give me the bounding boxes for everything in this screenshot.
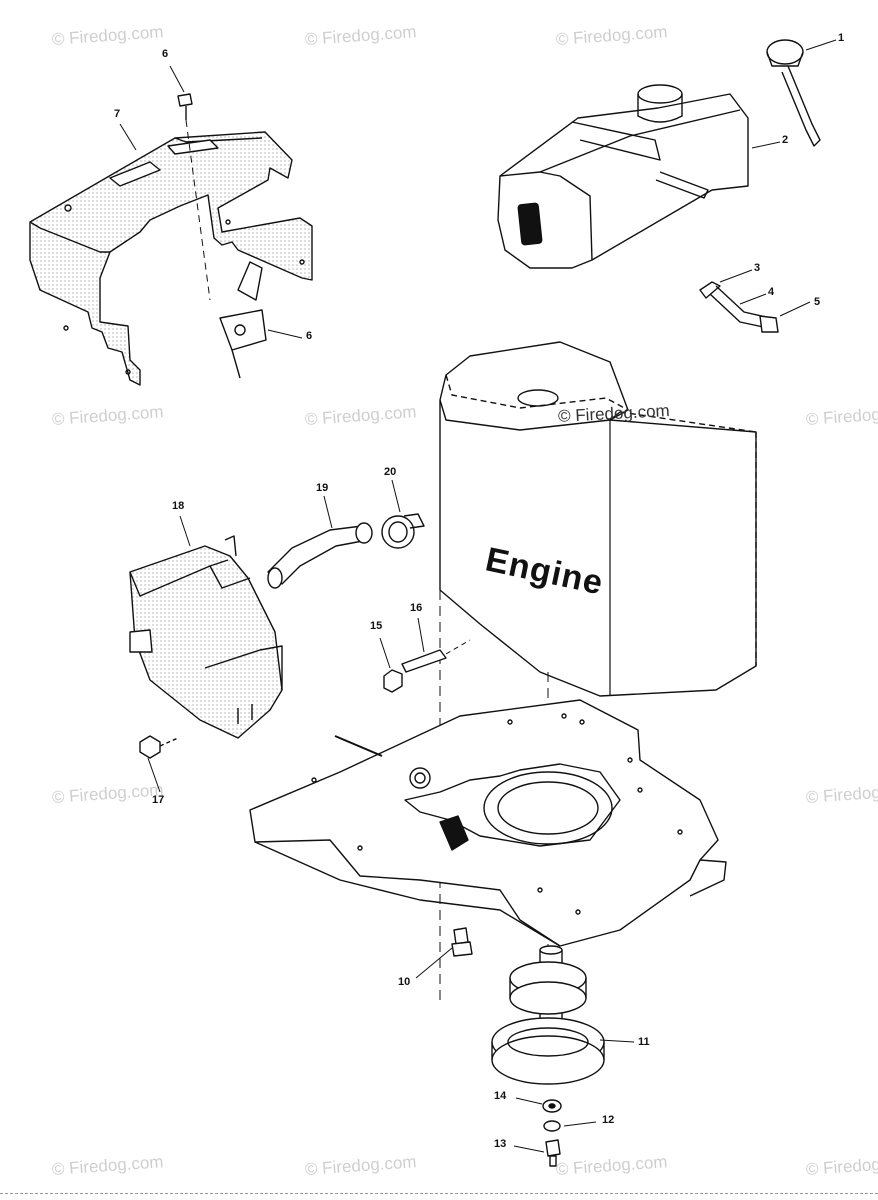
callout-15: 15 (370, 620, 383, 632)
mount-bolt (383, 639, 471, 693)
fuel-line-assembly (699, 281, 779, 333)
callout-12: 12 (602, 1114, 615, 1126)
callout-19: 19 (316, 482, 329, 494)
page-bottom-rule (0, 1193, 878, 1196)
callout-6: 6 (306, 330, 313, 342)
callout-18: 18 (172, 500, 185, 512)
heat-shield (129, 535, 283, 739)
screw-6-top (177, 93, 211, 301)
hose-clamp (381, 513, 425, 549)
dash-panel (29, 131, 313, 386)
tractor-frame (249, 699, 727, 947)
callout-17: 17 (152, 794, 165, 806)
callout-4: 4 (768, 286, 775, 298)
callout-leaders (119, 39, 837, 1153)
callout-3: 3 (754, 262, 761, 274)
throttle-control (219, 261, 267, 379)
exhaust-hose (267, 522, 373, 589)
callout-14: 14 (494, 1090, 507, 1102)
callout-1: 1 (838, 32, 845, 44)
callout-6-top: 6 (162, 48, 169, 60)
callout-10: 10 (398, 976, 411, 988)
callout-2: 2 (782, 134, 789, 146)
pulley-hardware (542, 1099, 562, 1167)
screw-17 (139, 735, 179, 759)
gas-cap (766, 39, 821, 147)
callout-20: 20 (384, 466, 397, 478)
callout-16: 16 (410, 602, 423, 614)
callout-13: 13 (494, 1138, 507, 1150)
bolt-10 (451, 927, 473, 957)
callout-5: 5 (814, 296, 821, 308)
callout-11: 11 (638, 1036, 650, 1048)
fuel-tank (497, 84, 749, 269)
engine-block (439, 341, 757, 1000)
callout-7: 7 (114, 108, 121, 120)
pulley-assembly (491, 945, 605, 1085)
